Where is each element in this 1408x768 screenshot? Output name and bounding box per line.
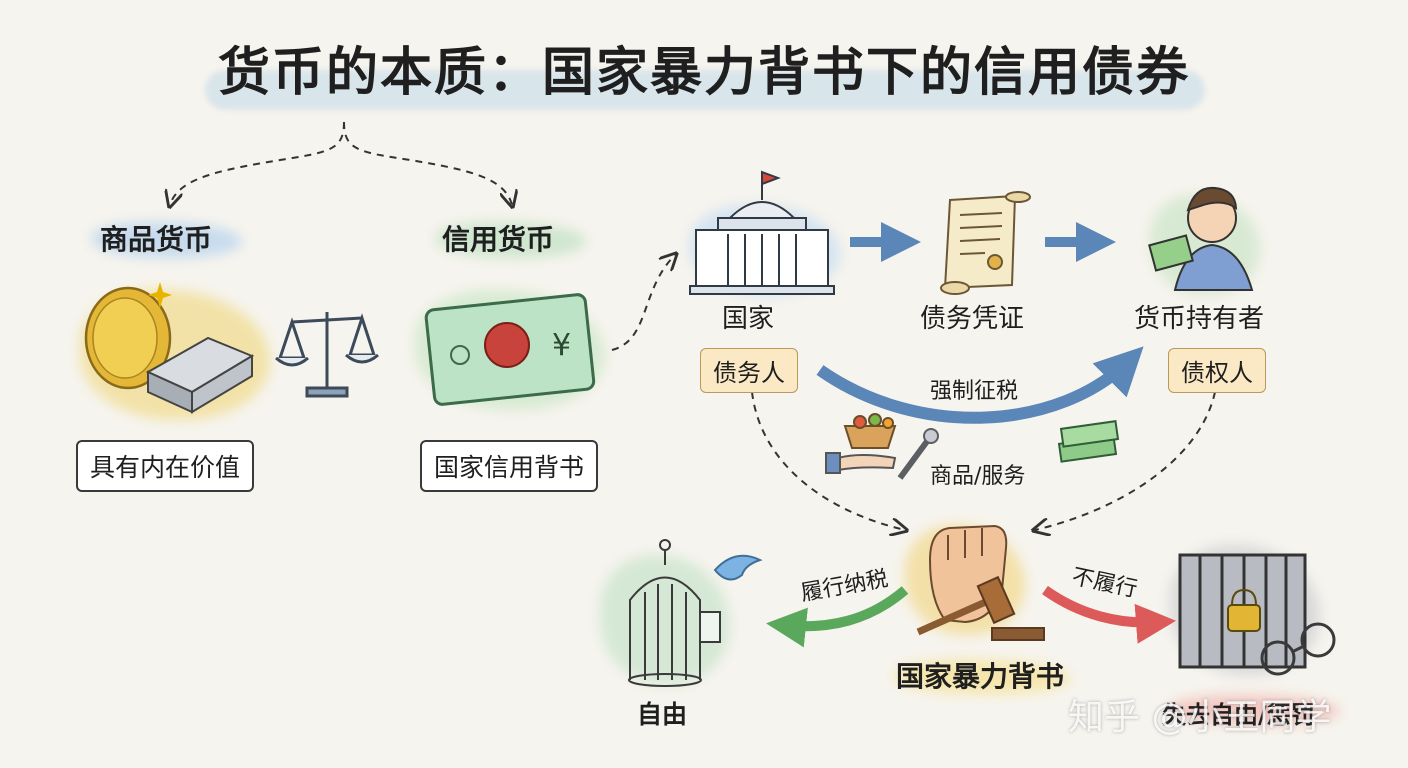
holder-label: 货币持有者 [1134, 304, 1265, 334]
handcuffs-icon [1260, 622, 1336, 676]
penalty-label-wash [1170, 695, 1340, 725]
dove-icon [713, 554, 763, 581]
goods-basket-icon [843, 413, 897, 449]
compulsory-tax-label: 强制征税 [930, 379, 1019, 404]
money-stack-icon [1057, 420, 1120, 463]
state-role-tag: 债务人 [700, 348, 798, 393]
currency-symbol: ¥ [552, 328, 571, 363]
banknote-icon [424, 293, 596, 406]
money-holder-person-icon [1148, 186, 1254, 291]
pay-tax-arrow [766, 586, 909, 648]
violence-label: 国家暴力背书 [896, 660, 1065, 693]
branch-label-credit-money: 信用货币 [442, 223, 555, 256]
debtor-to-violence-arrow [751, 391, 905, 530]
penalty-label: 失去自由/惩罚 [1162, 701, 1315, 729]
credit-caption: 国家信用背书 [420, 440, 599, 492]
branch-label-commodity-money: 商品货币 [100, 223, 213, 256]
title-highlight [205, 70, 1205, 110]
title-to-commodity-arrow [170, 121, 345, 205]
creditor-to-violence-arrow [1035, 391, 1216, 530]
commodity-caption: 具有内在价值 [76, 440, 255, 492]
silver-bar-icon [145, 336, 255, 414]
page-title: 货币的本质：国家暴力背书下的信用债券 [217, 43, 1190, 103]
compulsory-tax-arrow [816, 346, 1144, 424]
balance-scale-icon [275, 312, 379, 398]
not-pay-arrow [1042, 585, 1176, 644]
hand-icon [825, 452, 897, 474]
debt-certificate-icon [940, 191, 1031, 295]
gavel-icon [916, 575, 1045, 641]
title-to-credit-arrow [343, 121, 512, 205]
watermark: 知乎 @小王同学 [1068, 697, 1332, 738]
sparkle-icon [148, 282, 172, 308]
government-building-icon [689, 170, 835, 295]
debt-certificate-label: 债务凭证 [920, 304, 1025, 334]
credit-to-state-arrow [611, 255, 675, 351]
branch-wash-credit [436, 222, 586, 258]
violence-label-wash [895, 660, 1070, 694]
gold-coin-icon [84, 286, 172, 390]
padlock-icon [1227, 588, 1261, 632]
freedom-label: 自由 [637, 700, 688, 729]
wrench-icon [897, 428, 939, 480]
holder-role-tag: 债权人 [1168, 348, 1266, 393]
goods-services-label: 商品/服务 [930, 464, 1026, 489]
branch-wash-commodity [92, 222, 242, 258]
birdcage-icon [628, 539, 721, 687]
state-label: 国家 [722, 304, 775, 334]
